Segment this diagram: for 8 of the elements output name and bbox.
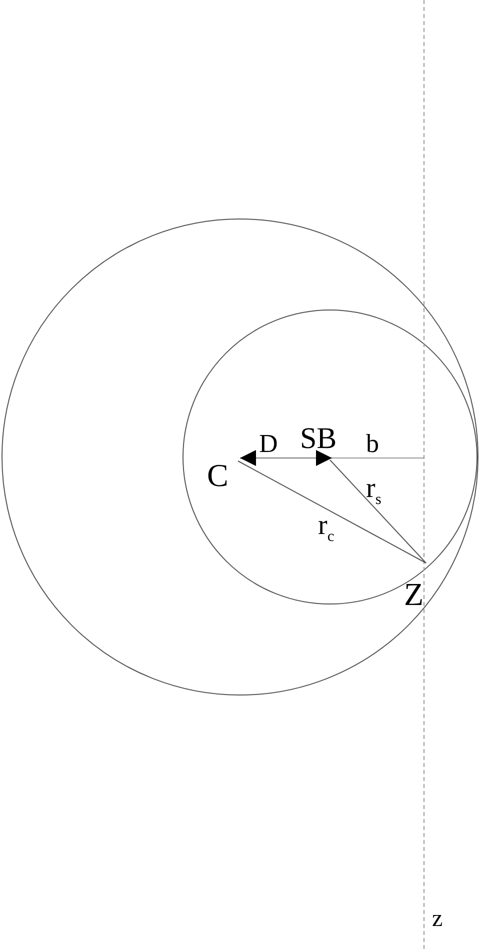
point-label: C <box>207 459 228 491</box>
dimension-label: b <box>366 431 379 457</box>
radius-label: r$_{s}$ <box>366 475 382 508</box>
dimension-label: D <box>259 431 278 457</box>
point-label: Z <box>404 578 424 610</box>
radius-label: r$_{c}$ <box>318 512 334 544</box>
axis-label: z <box>432 907 443 931</box>
point-label: SB <box>300 424 337 454</box>
